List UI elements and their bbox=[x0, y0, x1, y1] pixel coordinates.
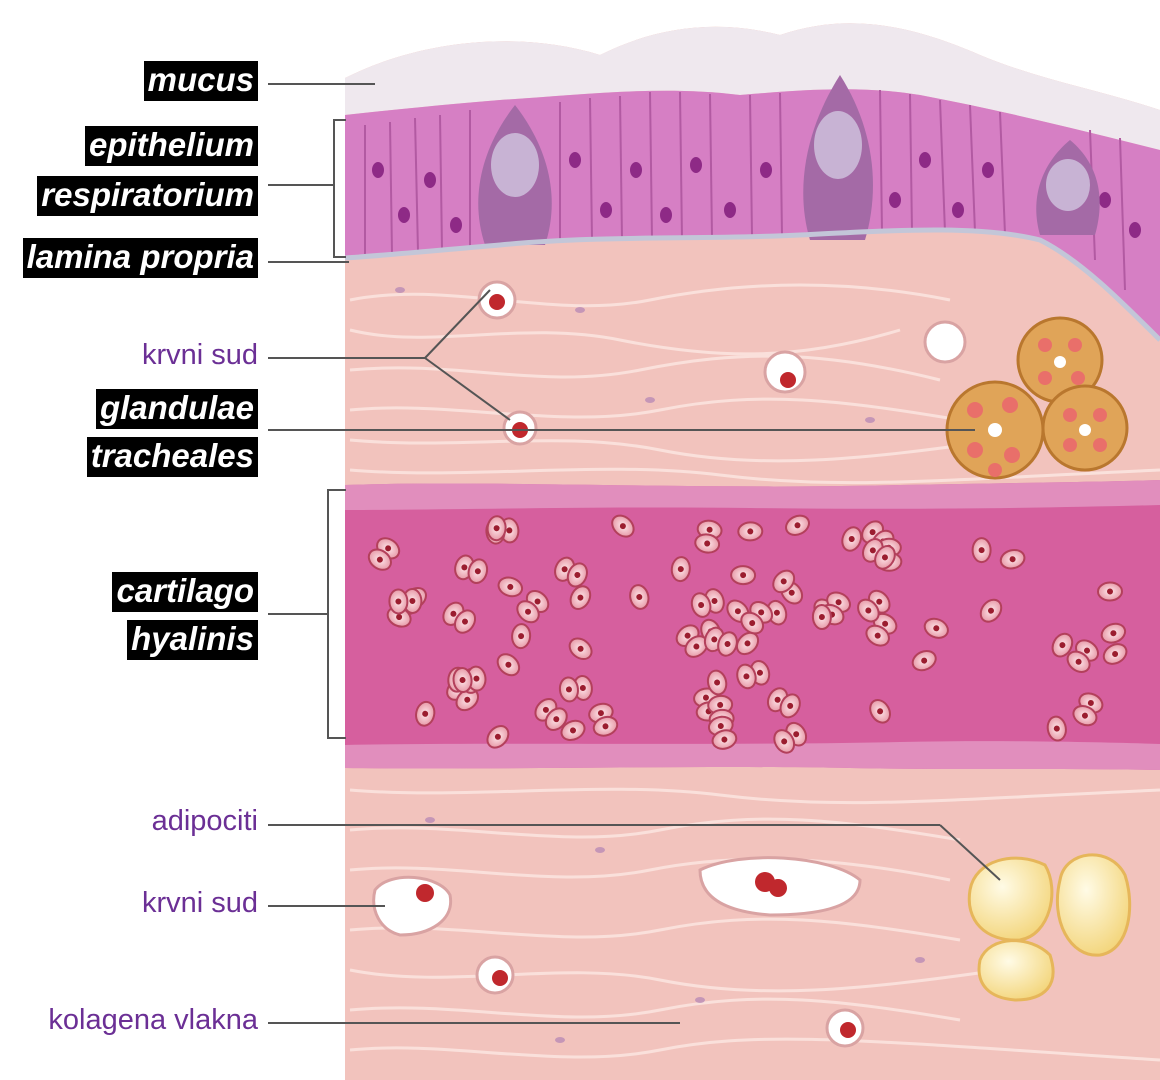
chondrocyte bbox=[731, 566, 756, 585]
label-glandulae-line1: glandulae bbox=[96, 389, 258, 429]
label-cartilago-line2: hyalinis bbox=[127, 620, 258, 660]
chondrocyte bbox=[1098, 582, 1122, 600]
chondrocyte bbox=[812, 605, 831, 630]
label-mucus: mucus bbox=[144, 61, 258, 101]
chondrocyte bbox=[973, 538, 991, 562]
label-krvni-sud-bottom: krvni sud bbox=[142, 889, 258, 918]
label-kolagena-vlakna: kolagena vlakna bbox=[48, 1006, 258, 1035]
chondrocyte bbox=[511, 624, 531, 649]
tissue-section bbox=[345, 0, 1160, 1080]
label-krvni-sud-top: krvni sud bbox=[142, 341, 258, 370]
label-glandulae-line2: tracheales bbox=[87, 437, 258, 477]
label-epithelium-line1: epithelium bbox=[85, 126, 258, 166]
label-epithelium-line2: respiratorium bbox=[37, 176, 258, 216]
chondrocyte bbox=[738, 522, 763, 541]
label-cartilago-line1: cartilago bbox=[112, 572, 258, 612]
label-lamina-propria: lamina propria bbox=[23, 238, 258, 278]
chondrocyte bbox=[487, 516, 507, 541]
chondrocyte bbox=[452, 666, 486, 693]
chondrocyte bbox=[389, 589, 422, 614]
label-adipociti: adipociti bbox=[152, 807, 258, 836]
chondrocyte bbox=[559, 675, 593, 702]
